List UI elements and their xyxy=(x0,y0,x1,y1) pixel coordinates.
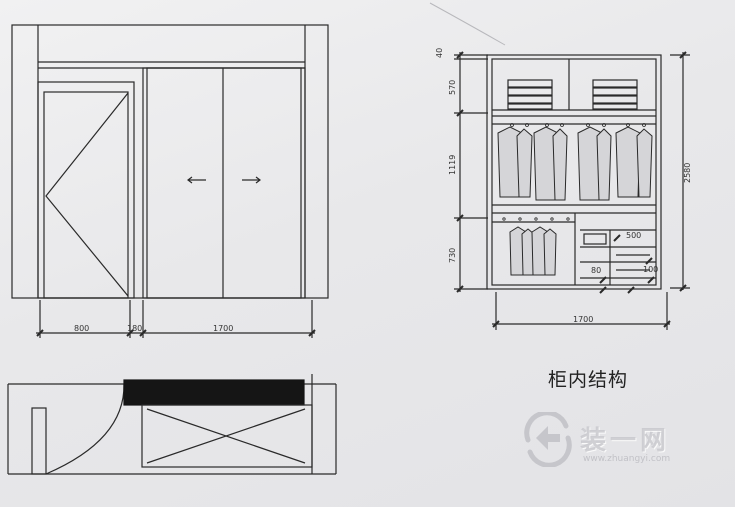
hanging-clothes-lower xyxy=(509,226,557,276)
dim-top-strip: 40 xyxy=(435,47,444,58)
interior-elevation xyxy=(454,51,690,330)
dim-small-w1: 80 xyxy=(591,266,602,275)
watermark-brand: 装一网 xyxy=(580,426,671,456)
plan-view xyxy=(7,374,337,475)
front-elevation xyxy=(11,24,329,338)
dim-upper-section: 570 xyxy=(448,79,457,95)
dim-small-w2: 100 xyxy=(643,265,659,274)
watermark-logo-icon xyxy=(524,412,572,467)
dim-hanging-section: 1119 xyxy=(448,154,457,175)
dim-total-width: 1700 xyxy=(573,315,594,324)
dim-lower-section: 730 xyxy=(448,247,457,263)
dim-drawer-width: 500 xyxy=(626,231,642,240)
watermark-url: www.zhuangyi.com xyxy=(583,454,671,464)
dim-door-width: 800 xyxy=(74,324,90,333)
dim-total-height: 2580 xyxy=(683,162,692,183)
hanging-clothes-upper xyxy=(497,126,653,201)
drawing-caption: 柜内结构 xyxy=(548,369,629,391)
dim-gap-width: 180 xyxy=(127,324,143,333)
dim-closet-width: 1700 xyxy=(213,324,234,333)
